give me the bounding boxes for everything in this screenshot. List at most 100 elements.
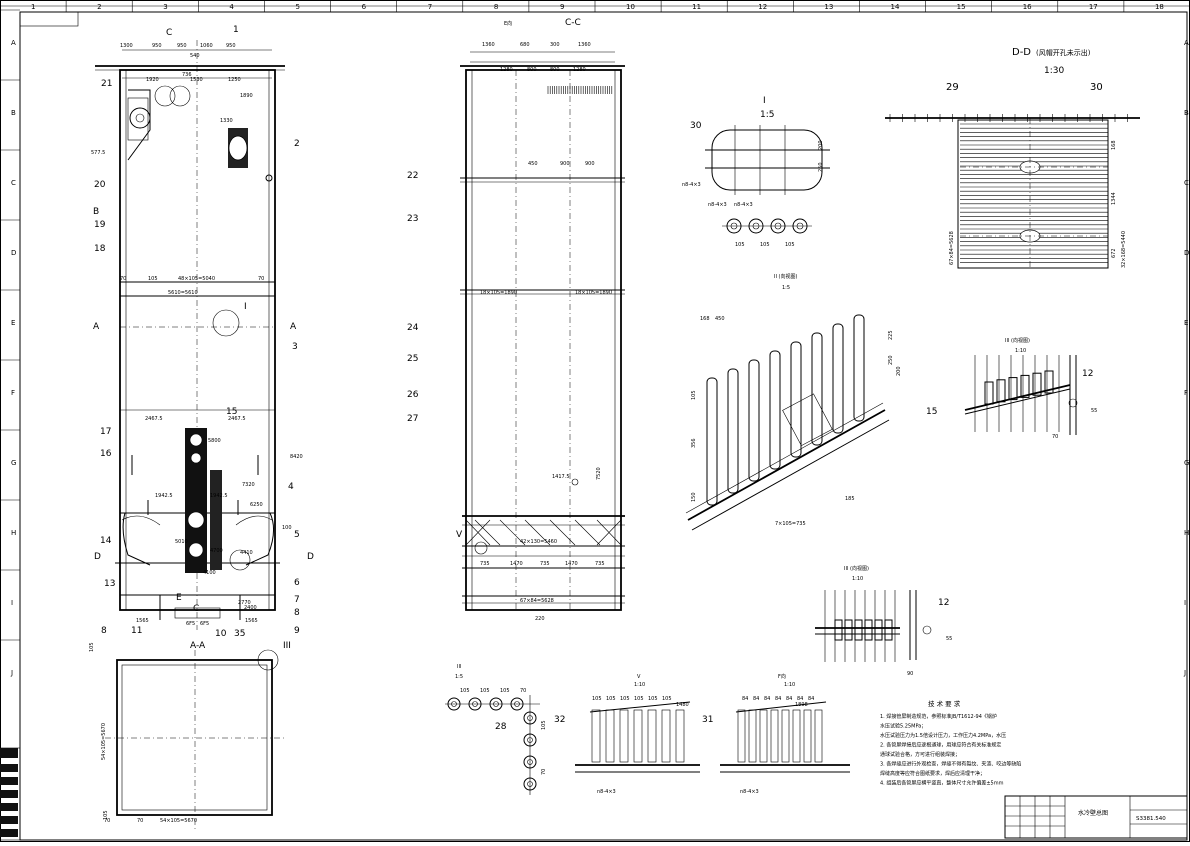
dimension-label: 4700 — [210, 548, 223, 554]
dimension-label: 105 — [148, 276, 158, 282]
row-zone-label-right: G — [1184, 459, 1189, 467]
section-mark: I — [244, 302, 247, 312]
dimension-label: 100 — [282, 525, 292, 531]
dimension-label: 32×168=5440 — [1121, 231, 1127, 268]
dimension-label: 736 — [182, 72, 192, 78]
dimension-label: 225 — [888, 330, 894, 340]
section-title: C-C — [565, 18, 581, 28]
drawing-border — [19, 11, 1188, 841]
weld-mark: n8-4×3 — [734, 202, 753, 208]
dimension-label: 70 — [541, 769, 547, 775]
dimension-label: 105 — [735, 242, 745, 248]
callout-number: 5 — [294, 530, 300, 540]
dimension-label: 105 — [541, 720, 547, 730]
callout-number: 17 — [100, 427, 111, 437]
dimension-label: 1060 — [200, 43, 213, 49]
dimension-label: 67×84=5628 — [520, 598, 554, 604]
callout-number: 30 — [1090, 82, 1103, 93]
row-zone-label-right: A — [1184, 39, 1189, 47]
detail-title: II (向视图) — [774, 273, 797, 280]
dimension-label: 1565 — [245, 618, 258, 624]
dimension-label: 540 — [190, 53, 200, 59]
dimension-label: 54×105=5670 — [160, 818, 197, 824]
callout-number: 21 — [101, 79, 112, 89]
section-mark: B — [93, 207, 99, 217]
dimension-label: 735 — [595, 561, 605, 567]
callout-number: 22 — [407, 171, 418, 181]
column-zone-label: 8 — [494, 3, 498, 11]
title-block: 水冷壁总图 S3381.540 — [1004, 795, 1188, 839]
callout-number: 10 — [215, 629, 227, 639]
dimension-label: 300 — [550, 42, 560, 48]
callout-number: 8 — [294, 608, 300, 618]
dimension-label: 105 — [634, 696, 644, 702]
dimension-label: 18×105=1890 — [480, 290, 517, 296]
section-aa — [105, 649, 285, 830]
dimension-label: 105 — [648, 696, 658, 702]
dimension-label: 90 — [907, 671, 913, 677]
callout-number: 13 — [104, 579, 115, 589]
dimension-label: 67×84=5628 — [949, 231, 955, 265]
dimension-label: 577.5 — [91, 150, 105, 156]
detail-scale: 1:5 — [782, 285, 790, 291]
dimension-label: 1280 — [500, 67, 513, 73]
column-zone-label: 2 — [97, 3, 101, 11]
dimension-label: 1890 — [240, 93, 253, 99]
dimension-label: 105 — [606, 696, 616, 702]
dimension-label: 7×105=735 — [775, 521, 806, 527]
detail-title: III (向视图) — [844, 565, 869, 572]
drawing-title: 水冷壁总图 — [1078, 809, 1108, 817]
detail-iii-small — [445, 695, 540, 795]
technical-notes: 技 术 要 求1. 焊接管屏制造规范，参照标准JB/T1612-94《锅炉 水压… — [880, 699, 1021, 787]
column-zone-label: 9 — [560, 3, 564, 11]
dimension-label: 168 — [700, 316, 710, 322]
callout-number: 6 — [294, 578, 300, 588]
row-zone-label: H — [11, 529, 16, 537]
row-zone-label: J — [10, 669, 13, 677]
dimension-label: 105 — [89, 642, 95, 652]
detail-scale: 1:10 — [852, 576, 863, 582]
dimension-label: 450 — [528, 161, 538, 167]
dimension-label: 105 — [785, 242, 795, 248]
detail-iii-right — [964, 355, 1078, 435]
row-zone-label-right: D — [1184, 249, 1189, 257]
section-mark: D — [307, 552, 314, 562]
dimension-label: 55 — [1091, 408, 1097, 414]
dimension-label: 1417.5 — [552, 474, 570, 480]
dimension-label: 735 — [540, 561, 550, 567]
row-zone-label: E — [11, 319, 15, 327]
dimension-label: 200 — [818, 140, 824, 150]
note-line: 1. 焊接管屏制造规范，参照标准JB/T1612-94《锅炉 — [880, 713, 997, 720]
dimension-label: 680 — [520, 42, 530, 48]
dimension-label: 84 — [764, 696, 770, 702]
dimension-label: 84 — [808, 696, 814, 702]
dimension-label: 6F5 — [200, 621, 209, 627]
column-zone-label: 15 — [957, 3, 966, 11]
column-zone-label: 3 — [163, 3, 167, 11]
dimension-label: 450 — [715, 316, 725, 322]
column-zone-label: 1 — [31, 3, 35, 11]
callout-number: 2 — [294, 139, 300, 149]
row-zone-label-right: B — [1184, 109, 1189, 117]
dimension-label: 900 — [560, 161, 570, 167]
dimension-label: 8420 — [290, 454, 303, 460]
dimension-label: 70 — [1052, 434, 1058, 440]
dimension-label: 1920 — [146, 77, 159, 83]
detail-title: V — [637, 674, 641, 680]
callout-number: 16 — [100, 449, 112, 459]
dimension-label: 6F5 — [186, 621, 195, 627]
top-comb-stubs — [547, 86, 613, 94]
callout-number: 31 — [702, 715, 713, 725]
dimension-label: 1330 — [220, 118, 233, 124]
dimension-label: 84 — [742, 696, 748, 702]
section-mark: E — [176, 593, 182, 603]
callout-number: 35 — [234, 629, 245, 639]
callout-number: 9 — [294, 626, 300, 636]
dimension-label: 4100 — [203, 570, 216, 576]
detail-scale: 1:5 — [455, 674, 463, 680]
section-scale: 1:30 — [1044, 66, 1064, 76]
column-zone-label: 7 — [428, 3, 432, 11]
dimension-label: 800 — [527, 67, 537, 73]
